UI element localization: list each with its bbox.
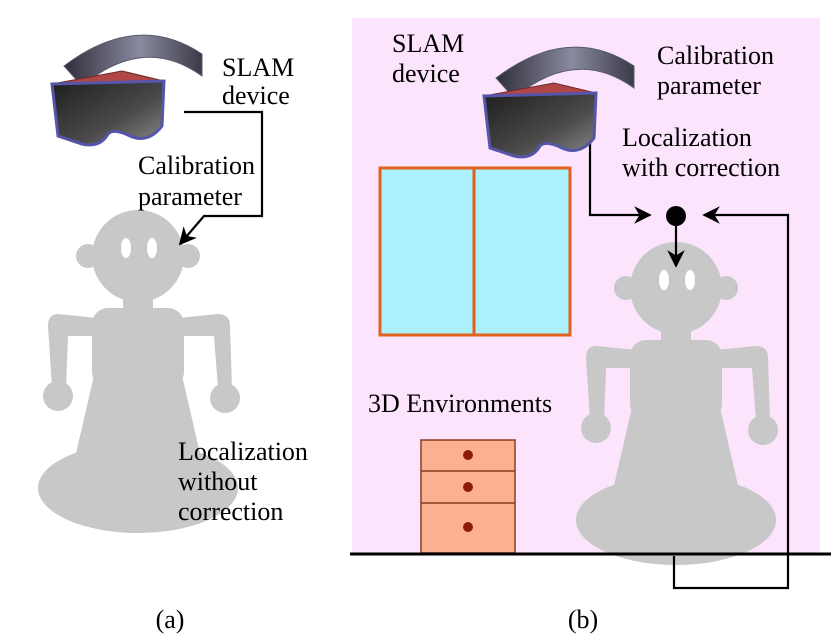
panel-a: SLAM device Calibration parameter Locali… (38, 33, 314, 634)
slam-device-label: SLAM device (392, 29, 471, 88)
slam-device-headset-icon (50, 33, 204, 147)
localization-with-correction-label: Localization with correction (622, 123, 780, 182)
window-icon (378, 166, 572, 337)
caption-a: (a) (156, 605, 185, 634)
chest-of-drawers-icon (420, 439, 516, 554)
calibration-parameter-label: Calibration parameter (657, 41, 780, 100)
panel-b: SLAM device Calibration parameter Locali… (350, 18, 831, 634)
calibration-arrow (178, 110, 264, 246)
junction-dot-icon (666, 206, 686, 226)
environment-label: 3D Environments (368, 389, 552, 418)
feedback-loop-line (672, 206, 790, 590)
calibration-parameter-label: Calibration parameter (138, 151, 261, 211)
caption-b: (b) (568, 605, 598, 634)
calibration-arrow (588, 120, 652, 224)
slam-device-label: SLAM device (222, 53, 301, 110)
localization-without-correction-label: Localization without correction (178, 437, 314, 526)
